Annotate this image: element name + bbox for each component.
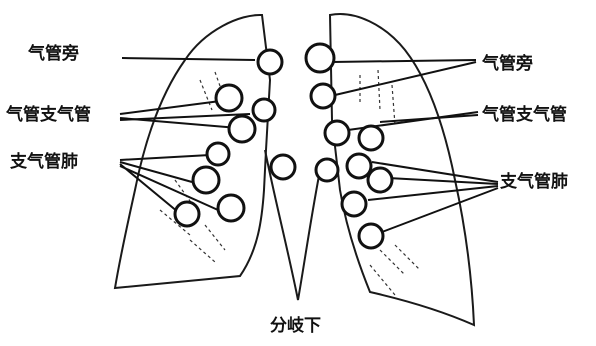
right-bronchopulmonary-node-1: [316, 159, 338, 181]
label-left-bronchopulmonary: 支气管肺: [10, 152, 78, 172]
right-paratracheal-node-2: [311, 84, 335, 108]
label-left-paratracheal: 气管旁: [28, 44, 79, 64]
left-bronchopulmonary-node-2: [193, 167, 219, 193]
left-bronchopulmonary-node-1: [207, 143, 229, 165]
right-tracheobronchial-node-2: [359, 126, 383, 150]
label-left-tracheobronchial: 气管支气管: [6, 105, 91, 125]
left-paratracheal-node: [258, 50, 282, 74]
left-bronchopulmonary-node-3: [175, 202, 199, 226]
left-tracheobronchial-node-3: [229, 116, 255, 142]
label-right-bronchopulmonary: 支气管肺: [500, 172, 568, 192]
subcarinal-node: [271, 155, 295, 179]
left-lung-outline: [115, 15, 270, 288]
right-bronchopulmonary-node-2: [347, 154, 371, 178]
left-tracheobronchial-node-1: [216, 85, 242, 111]
right-lymph-nodes: [306, 44, 392, 248]
right-bronchopulmonary-node-4: [342, 192, 366, 216]
label-subcarinal: 分岐下: [270, 316, 321, 336]
right-bronchopulmonary-node-5: [359, 224, 383, 248]
label-right-tracheobronchial: 气管支气管: [482, 105, 567, 125]
label-right-paratracheal: 气管旁: [482, 54, 533, 74]
right-bronchopulmonary-node-3: [368, 168, 392, 192]
right-paratracheal-node: [306, 44, 334, 72]
left-tracheobronchial-node-2: [253, 99, 275, 121]
right-tracheobronchial-node-1: [325, 121, 349, 145]
left-bronchopulmonary-node-4: [218, 195, 244, 221]
